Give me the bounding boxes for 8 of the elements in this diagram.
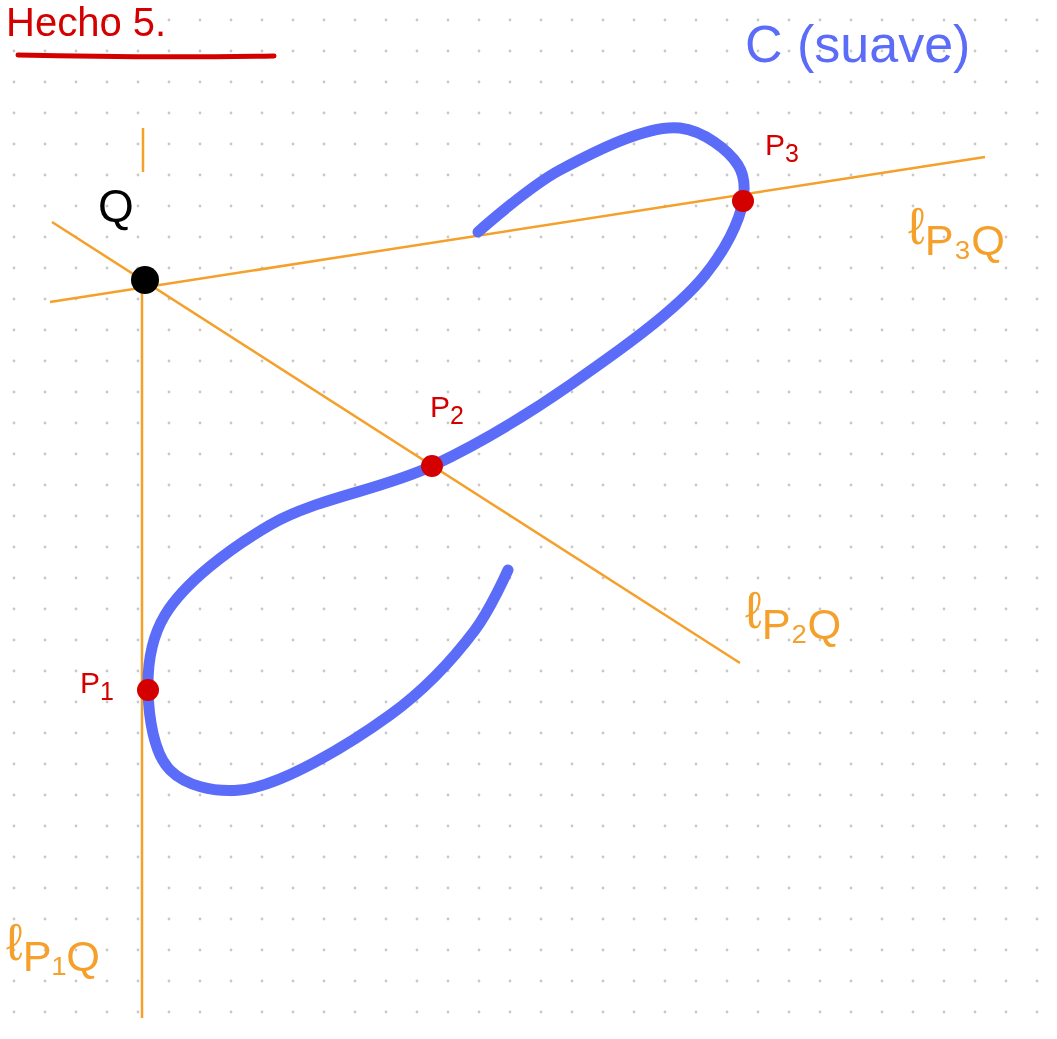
point-label: Q [98,183,134,229]
line-label: ℓ$_{P₃Q}$ [908,200,1006,263]
point-label: P$_{3}$ [765,130,799,166]
title: Hecho 5. [6,2,167,42]
line-label: ℓ$_{P₂Q}$ [745,584,842,647]
point-label: P$_{2}$ [430,392,464,428]
line-label: ℓ$_{P₁Q}$ [6,916,101,979]
point-label: P$_{1}$ [80,668,114,704]
